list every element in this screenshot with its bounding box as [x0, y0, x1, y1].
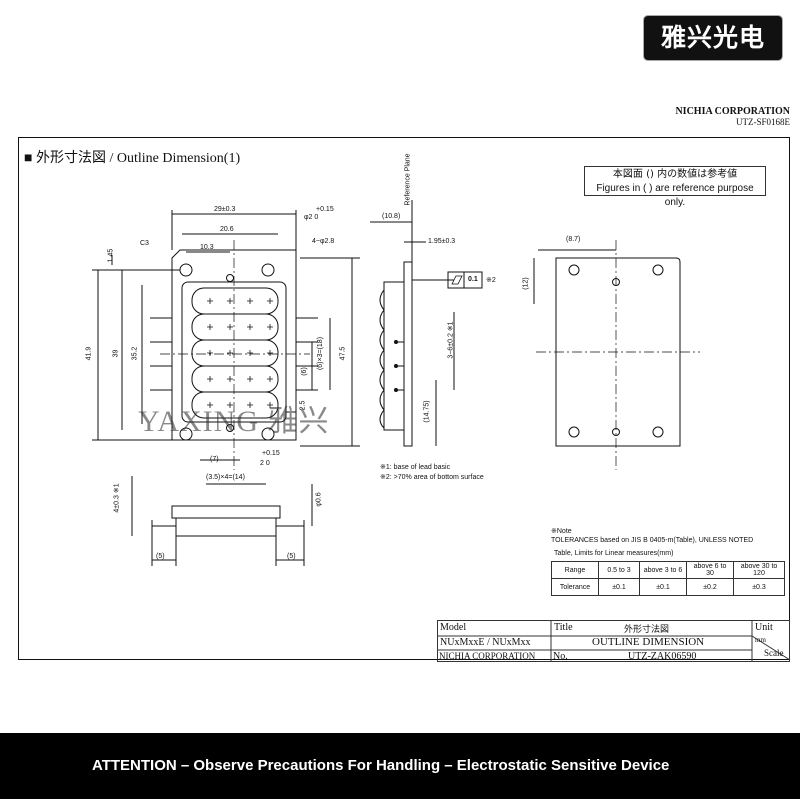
tolerance-table-caption: Table, Limits for Linear measures(mm): [554, 550, 674, 557]
dim-lead-thickness: 4±0.3 ※1: [113, 483, 121, 513]
bottom-view: [131, 476, 313, 566]
reference-note: 本図面 () 内の数値は参考値 Figures in ( ) are refer…: [584, 166, 766, 208]
dim-p6: (6): [300, 367, 308, 376]
attention-text: ATTENTION – Observe Precautions For Hand…: [92, 757, 670, 774]
dim-pitch-side: 3−6±0.2 ※1: [447, 321, 455, 359]
unit-value: mm: [755, 636, 766, 644]
document-number: UTZ-SF0168E: [736, 117, 790, 127]
dim-bot-tol: +0.15: [262, 450, 280, 457]
dim-bot: 2 0: [260, 460, 270, 467]
table-cell: above 6 to 30: [686, 561, 734, 579]
title-jp: 外形寸法図: [624, 625, 670, 635]
dim-half-width: 10.3: [200, 244, 214, 251]
dim-top-tol: +0.15: [316, 206, 334, 213]
unit-label: Unit: [755, 622, 773, 633]
back-view: [533, 249, 681, 447]
model-label: Model: [440, 622, 467, 633]
table-cell: 0.5 to 3: [598, 561, 640, 579]
tolerance-table: Range 0.5 to 3 above 3 to 6 above 6 to 3…: [551, 561, 785, 596]
company-name: NICHIA CORPORATION: [675, 106, 790, 117]
watermark: YAXING 雅兴: [138, 405, 330, 438]
dim-39: 39: [112, 349, 120, 358]
tolerance-note-line: TOLERANCES based on JIS B 0405-m(Table),…: [551, 537, 754, 544]
table-cell: above 30 to 120: [733, 561, 785, 579]
lead-note-1: ※1: base of lead basic: [380, 464, 451, 471]
model-value: NUxMxxE / NUxMxx: [440, 637, 531, 648]
table-cell: Range: [551, 561, 599, 579]
reference-plane-label: Reference Plane: [404, 153, 412, 206]
table-cell: ±0.2: [686, 578, 734, 596]
number-label: No.: [553, 651, 568, 662]
dim-352: 35.2: [131, 346, 139, 361]
reference-note-jp: 本図面 () 内の数値は参考値: [612, 169, 738, 180]
dim-12: (12): [522, 277, 530, 290]
title-label: Title: [554, 622, 573, 633]
dim-108: (10.8): [382, 213, 401, 220]
table-row: Range 0.5 to 3 above 3 to 6 above 6 to 3…: [551, 561, 785, 579]
tolerance-note-heading: ※Note: [551, 528, 572, 535]
dim-top-width: 29±0.3: [214, 206, 236, 213]
table-cell: ±0.1: [639, 578, 687, 596]
side-view: [370, 200, 483, 447]
flatness-value: 0.1: [468, 276, 478, 283]
dim-5-right: (5): [287, 553, 296, 560]
drawing-frame: [18, 137, 790, 660]
attention-banner: [0, 733, 800, 799]
title-en: OUTLINE DIMENSION: [592, 636, 705, 648]
brand-logo: 雅兴光电: [646, 18, 780, 58]
dim-lead-dia: φ0.6: [315, 492, 323, 507]
table-cell: ±0.1: [598, 578, 640, 596]
dim-top-dia: φ2 0: [304, 214, 319, 221]
dim-c3: C3: [140, 240, 149, 247]
section-title: ■ 外形寸法図 / Outline Dimension(1): [24, 151, 241, 166]
dim-7: (7): [210, 456, 219, 463]
title-block: [437, 620, 790, 662]
scale-label: Scale: [764, 648, 784, 658]
reference-note-en: Figures in ( ) are reference purpose onl…: [596, 183, 754, 208]
dim-holes: 4−φ2.8: [312, 238, 335, 245]
table-row: Tolerance ±0.1 ±0.1 ±0.2 ±0.3: [551, 578, 785, 596]
table-cell: ±0.3: [733, 578, 785, 596]
lead-note-2: ※2: >70% area of bottom surface: [380, 474, 484, 481]
dim-inner-width: 20.6: [220, 226, 234, 233]
number-value: UTZ-ZAK06590: [628, 651, 697, 662]
dim-195: 1.95±0.3: [428, 238, 456, 245]
dim-475: 47.5: [339, 346, 347, 361]
dim-87: (8.7): [566, 236, 581, 243]
dim-145: 1.45: [107, 248, 115, 263]
dim-5-left: (5): [156, 553, 165, 560]
table-cell: Tolerance: [551, 578, 599, 596]
dim-419: 41.9: [85, 346, 93, 361]
flatness-note: ※2: [486, 277, 496, 284]
dim-pitch-h: (3.5)×4=(14): [206, 474, 245, 481]
maker-name: NICHIA CORPORATION: [439, 651, 536, 661]
dim-pitch-v: (6)×3=(18): [317, 336, 325, 371]
dim-1475: (14.75): [423, 400, 431, 423]
table-cell: above 3 to 6: [639, 561, 687, 579]
